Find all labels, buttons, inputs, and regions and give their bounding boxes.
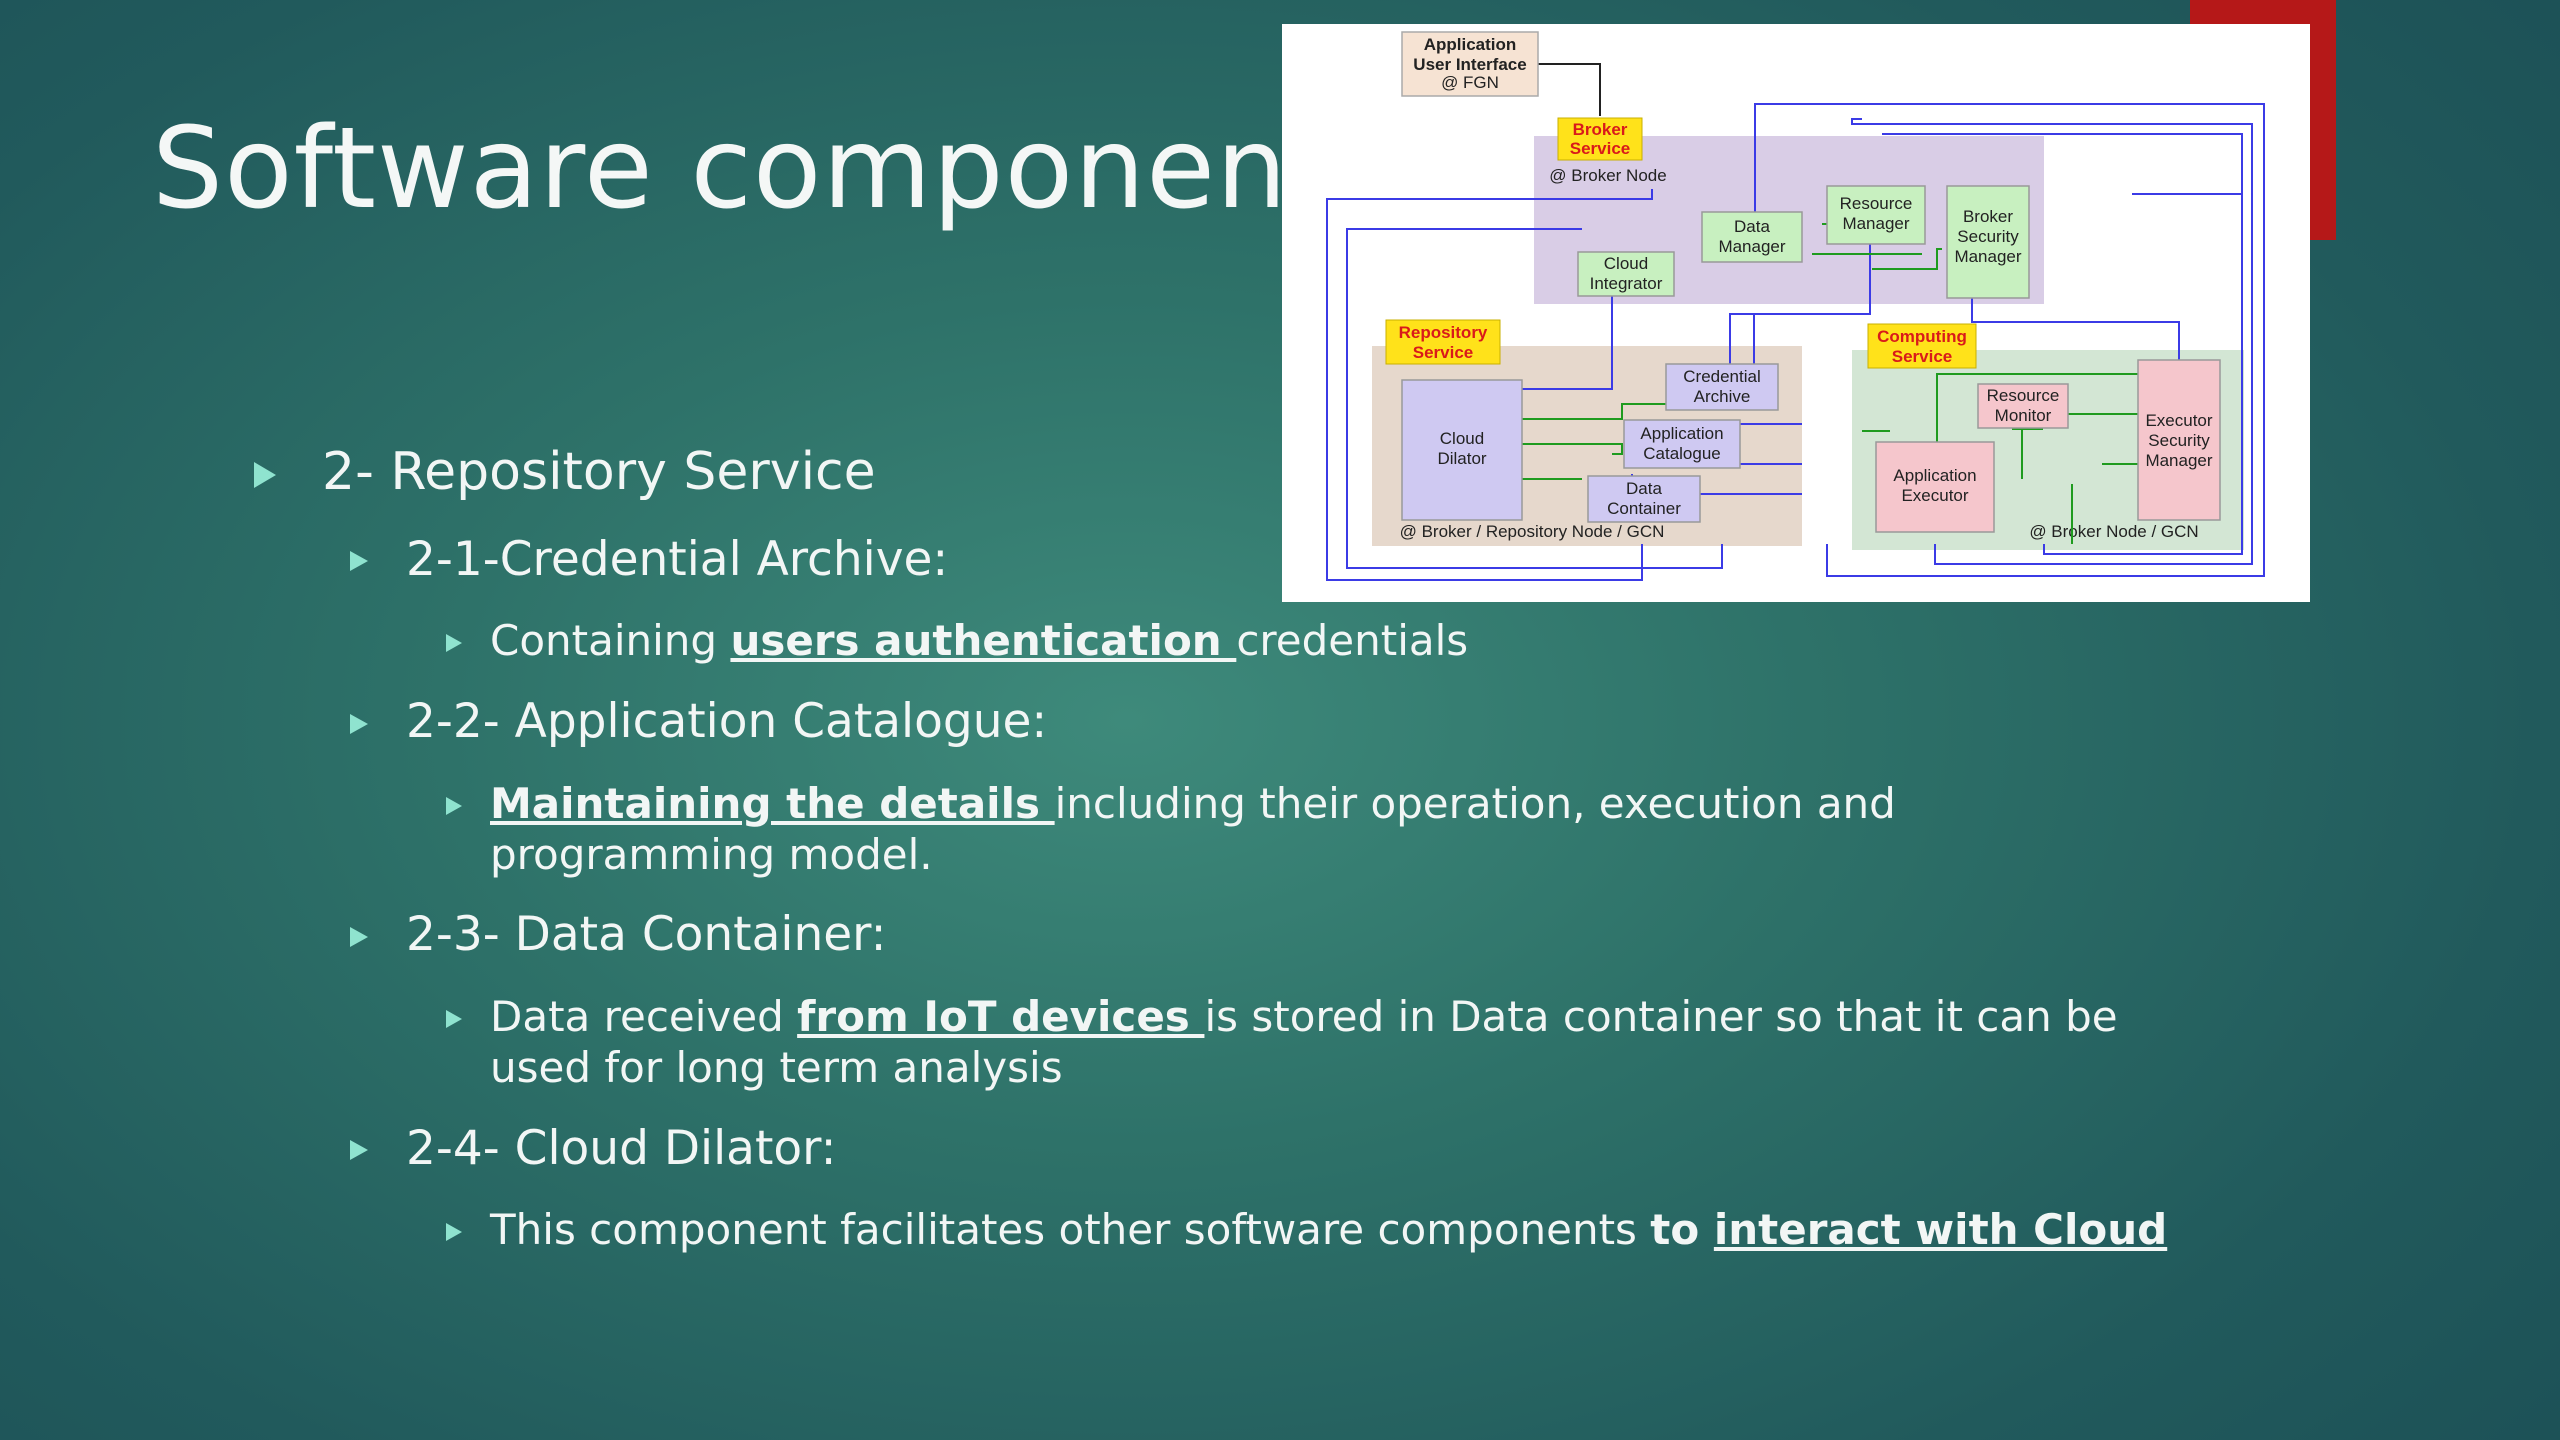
executor-security-manager-box	[2137, 359, 2221, 521]
credential-archive-line1: Credential	[1683, 367, 1761, 386]
bullet-cloud-dilator: 2-4- Cloud Dilator:	[406, 1121, 837, 1176]
data-container-line1: Data	[1626, 479, 1662, 498]
repository-node-label: @ Broker / Repository Node / GCN	[1400, 522, 1665, 541]
application-catalogue-line2: Catalogue	[1643, 444, 1721, 463]
executor-security-manager-line2: Security	[2148, 431, 2210, 450]
resource-monitor-line2: Monitor	[1995, 406, 2052, 425]
bullet-dilator-detail: This component facilitates other softwar…	[490, 1205, 2167, 1254]
resource-manager-box	[1826, 185, 1926, 245]
app-ui-box	[1401, 31, 1539, 97]
slide-title: Software components	[152, 104, 1393, 234]
cloud-dilator-line1: Cloud	[1440, 429, 1484, 448]
bullet-arrow-icon	[350, 1140, 368, 1160]
broker-security-manager-line3: Manager	[1954, 247, 2021, 266]
data-container-line2: Container	[1607, 499, 1681, 518]
cloud-integrator-box	[1577, 251, 1675, 297]
bullet-arrow-icon	[254, 462, 276, 488]
dil-bold-text: to	[1650, 1205, 1714, 1254]
application-executor-line2: Executor	[1901, 486, 1968, 505]
cloud-integrator-line2: Integrator	[1590, 274, 1663, 293]
bullet-credential-detail: Containing users authentication credenti…	[490, 616, 1468, 665]
bullet-arrow-icon	[350, 927, 368, 947]
cat-emphasis: Maintaining the details	[490, 779, 1055, 828]
cred-post-text: credentials	[1236, 616, 1469, 665]
architecture-diagram: @ Broker Node @ Broker / Repository Node…	[1282, 24, 2310, 602]
application-executor-line1: Application	[1893, 466, 1976, 485]
cloud-integrator-line1: Cloud	[1604, 254, 1648, 273]
resource-manager-line2: Manager	[1842, 214, 1909, 233]
executor-security-manager-line3: Manager	[2145, 451, 2212, 470]
application-catalogue-line1: Application	[1640, 424, 1723, 443]
dil-emphasis: interact with Cloud	[1713, 1205, 2168, 1254]
cloud-dilator-box	[1401, 379, 1523, 521]
bullet-data-container: 2-3- Data Container:	[406, 907, 887, 962]
bullet-data-detail-line2: used for long term analysis	[490, 1043, 1063, 1092]
bullet-catalogue-detail-line2: programming model.	[490, 830, 933, 879]
resource-manager-line1: Resource	[1840, 194, 1913, 213]
broker-service-line2: Service	[1570, 139, 1631, 158]
data-emphasis: from IoT devices	[797, 992, 1205, 1041]
app-ui-line3: @ FGN	[1441, 73, 1499, 92]
broker-service-line1: Broker	[1573, 120, 1628, 139]
application-catalogue-box	[1623, 419, 1741, 469]
cred-emphasis: users authentication	[730, 616, 1237, 665]
broker-security-manager-box	[1946, 185, 2030, 299]
data-container-box	[1587, 475, 1701, 523]
bullet-application-catalogue: 2-2- Application Catalogue:	[406, 694, 1048, 749]
bullet-arrow-icon	[446, 1010, 462, 1028]
computing-service-line2: Service	[1892, 347, 1953, 366]
resource-monitor-box	[1977, 383, 2069, 429]
app-ui-line1: Application	[1424, 35, 1517, 54]
bullet-arrow-icon	[350, 551, 368, 571]
broker-security-manager-line1: Broker	[1963, 207, 2013, 226]
computing-service-line1: Computing	[1877, 327, 1967, 346]
bullet-catalogue-detail-line1: Maintaining the details including their …	[490, 779, 1896, 828]
data-manager-box	[1701, 211, 1803, 263]
app-ui-line2: User Interface	[1413, 55, 1526, 74]
bullet-arrow-icon	[446, 634, 462, 652]
repository-service-line2: Service	[1413, 343, 1474, 362]
data-manager-line2: Manager	[1718, 237, 1785, 256]
bullet-repository-service: 2- Repository Service	[322, 442, 876, 502]
broker-security-manager-line2: Security	[1957, 227, 2019, 246]
cred-pre-text: Containing	[490, 616, 731, 665]
bullet-arrow-icon	[446, 1223, 462, 1241]
executor-security-manager-line1: Executor	[2145, 411, 2212, 430]
data-manager-line1: Data	[1734, 217, 1770, 236]
credential-archive-box	[1665, 363, 1779, 411]
bullet-data-detail-line1: Data received from IoT devices is stored…	[490, 992, 2118, 1041]
broker-service-tag	[1557, 117, 1643, 161]
data-line1-text: is stored in Data container so that it c…	[1204, 992, 2118, 1041]
bullet-credential-archive: 2-1-Credential Archive:	[406, 532, 949, 587]
repository-service-line1: Repository	[1399, 323, 1488, 342]
credential-archive-line2: Archive	[1694, 387, 1751, 406]
cloud-dilator-line2: Dilator	[1437, 449, 1486, 468]
dil-pre-text: This component facilitates other softwar…	[490, 1205, 1651, 1254]
compute-node-label: @ Broker Node / GCN	[2029, 522, 2198, 541]
broker-node-label: @ Broker Node	[1549, 166, 1666, 185]
bullet-arrow-icon	[446, 797, 462, 815]
computing-service-tag	[1867, 323, 1977, 369]
application-executor-box	[1875, 441, 1995, 533]
data-pre-text: Data received	[490, 992, 798, 1041]
bullet-arrow-icon	[350, 714, 368, 734]
cat-line1-text: including their operation, execution and	[1054, 779, 1896, 828]
repository-service-tag	[1385, 319, 1501, 365]
resource-monitor-line1: Resource	[1987, 386, 2060, 405]
